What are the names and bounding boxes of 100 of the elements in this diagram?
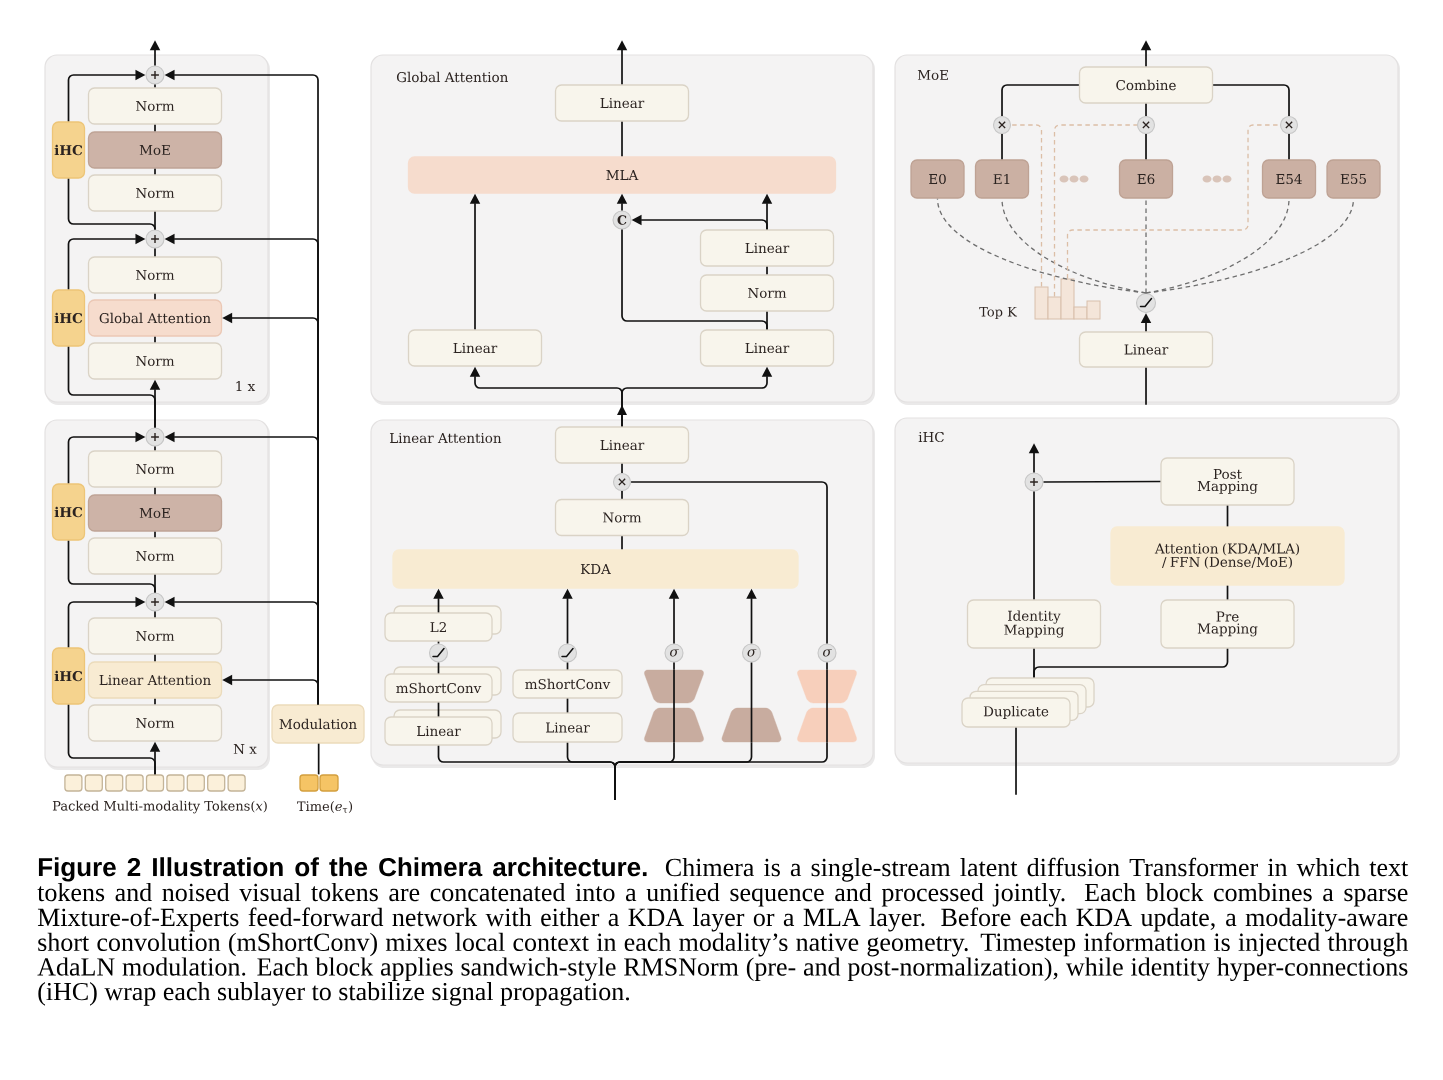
connector-line — [621, 228, 768, 331]
layer-box: Duplicate — [961, 677, 1095, 728]
layer-box: Post Mapping — [1160, 457, 1295, 506]
connector-line — [154, 335, 156, 344]
connector-line — [621, 120, 623, 158]
connector-line — [566, 697, 569, 714]
connector-line — [1001, 84, 1080, 117]
connector-line — [673, 668, 675, 744]
histogram-bar — [1086, 300, 1101, 320]
multiply-operator: × — [1279, 115, 1299, 135]
layer-box: Pre Mapping — [1160, 599, 1295, 649]
connector-line — [750, 661, 753, 744]
connector-line — [154, 486, 156, 496]
connector-line — [1212, 84, 1290, 117]
layer-box: Combine — [1078, 66, 1214, 104]
layer-box: L2 — [384, 605, 502, 642]
layer-box: MoE — [87, 494, 223, 532]
input-label: Time(e$_{τ}$) — [297, 801, 353, 813]
connector-line — [154, 610, 156, 619]
connector-line — [154, 247, 156, 258]
layer-box: Norm — [87, 617, 223, 655]
sigmoid-operator: σ — [817, 643, 837, 663]
expert-box: E6 — [1118, 159, 1174, 199]
connector-line — [67, 703, 156, 776]
layer-box: Norm — [87, 450, 223, 488]
expert-box: E1 — [974, 159, 1030, 199]
layer-box: mShortConv — [512, 669, 623, 699]
connector-line — [673, 661, 675, 671]
add-operator: + — [145, 427, 165, 447]
panel-title: iHC — [918, 431, 944, 443]
multiply-operator: × — [612, 472, 632, 492]
multiply-operator: × — [992, 115, 1012, 135]
connector-line — [154, 697, 156, 706]
repeat-count: N x — [233, 744, 257, 755]
connector-line — [621, 462, 623, 474]
histogram-label: Top K — [979, 306, 1018, 320]
side-tab: iHC — [51, 483, 86, 541]
layer-box: Norm — [87, 256, 223, 294]
modulation-box: Modulation — [271, 704, 365, 744]
sigmoid-operator: σ — [664, 643, 684, 663]
side-tab: iHC — [51, 121, 86, 179]
projection-trapezoid — [644, 707, 704, 743]
connector-line — [1001, 133, 1003, 161]
connector-line — [154, 167, 156, 176]
connector-line — [630, 481, 828, 645]
projection-trapezoid — [797, 669, 857, 704]
add-operator: + — [145, 229, 165, 249]
add-operator: + — [1024, 472, 1044, 492]
layer-box: Norm — [554, 498, 690, 537]
connector-line — [1226, 504, 1229, 528]
connector-line — [1042, 480, 1162, 483]
layer-box: KDA — [392, 549, 799, 589]
layer-box: mShortConv — [384, 666, 502, 703]
side-tab: iHC — [51, 289, 86, 347]
connector-line — [317, 742, 320, 776]
connector-line — [1145, 366, 1147, 406]
figure-caption: Figure 2 Illustration of the Chimera architecture. Chimera is a single-stream latent diffusion Transformer in which text tokens and noised visual tokens are concatenated into a unified sequence and processed jointly. Each block combines a sparse Mixture-of-Experts feed-forward network with either a KDA layer or a MLA layer. Before each KDA update, a modality-aware short convolution (mShortConv) mixes local context in each modality’s native geometry. Timestep information is injected through AdaLN modulation. Each block applies sandwich-style RMSNorm (pre- and post-normalization), while identity hyper-connections (iHC) wrap each sublayer to stabilize signal propagation. — [37, 857, 1409, 1006]
layer-box: Linear Attention — [87, 661, 223, 699]
connector-line — [621, 490, 623, 500]
connector-line — [154, 83, 156, 89]
connector-line — [154, 445, 156, 452]
layer-box: Norm — [87, 704, 223, 742]
connector-line — [67, 177, 156, 231]
layer-box: MLA — [407, 156, 837, 194]
connector-line — [154, 292, 156, 301]
expert-box: E0 — [910, 159, 965, 199]
connector-line — [1288, 133, 1290, 161]
panel-title: Linear Attention — [389, 432, 502, 444]
layer-box: Linear — [554, 426, 690, 464]
layer-box: MoE — [87, 131, 223, 169]
add-operator: + — [145, 65, 165, 85]
activation-icon — [1135, 292, 1157, 314]
layer-box: Norm — [87, 87, 223, 125]
connector-line — [154, 653, 156, 663]
layer-box: Linear — [512, 712, 623, 743]
dashed-connector — [1053, 124, 1138, 298]
sigmoid-operator: σ — [741, 643, 762, 663]
activation-icon — [557, 643, 578, 663]
layer-box: Linear — [554, 84, 690, 122]
connector-line — [566, 661, 569, 671]
dashed-connector — [1010, 124, 1043, 288]
concat-operator: C — [612, 210, 632, 230]
panel-title: MoE — [917, 70, 948, 80]
panel-title: Global Attention — [396, 71, 508, 83]
projection-trapezoid — [721, 707, 782, 743]
connector-line — [1033, 490, 1035, 601]
input-label: Packed Multi-modality Tokens(x) — [52, 800, 267, 814]
connector-line — [621, 535, 623, 551]
connector-line — [154, 530, 156, 539]
connector-line — [437, 701, 440, 718]
layer-box: Linear — [1078, 331, 1214, 368]
connector-line — [437, 661, 440, 675]
side-tab: iHC — [51, 647, 86, 705]
connector-line — [437, 640, 440, 645]
projection-trapezoid — [644, 669, 704, 704]
expert-box: E54 — [1261, 159, 1317, 199]
connector-line — [826, 661, 828, 671]
layer-box: Norm — [699, 274, 835, 312]
layer-box: Norm — [87, 342, 223, 380]
connector-line — [614, 741, 828, 801]
